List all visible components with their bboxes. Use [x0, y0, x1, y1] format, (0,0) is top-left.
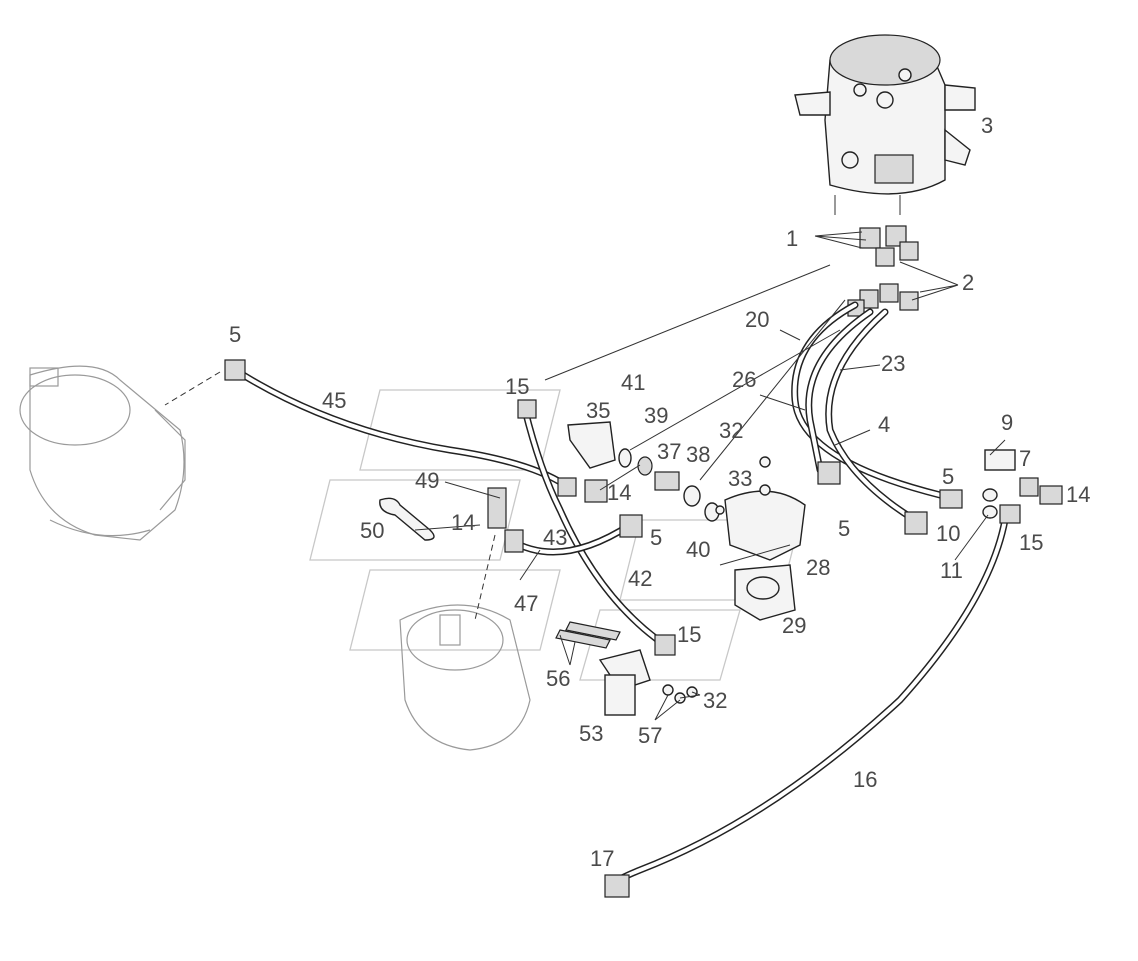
hoses: [231, 301, 1009, 889]
label-32b: 32: [703, 688, 727, 713]
label-47: 47: [514, 591, 538, 616]
label-40: 40: [686, 537, 710, 562]
left-brake-chamber: [19, 365, 186, 541]
label-23: 23: [881, 351, 905, 376]
label-15b: 15: [677, 622, 701, 647]
label-14b: 14: [451, 510, 475, 535]
valves-and-fittings: [224, 359, 1063, 898]
rotary-joint-3: [794, 34, 976, 215]
label-5b: 5: [650, 525, 662, 550]
label-26: 26: [732, 367, 756, 392]
label-16: 16: [853, 767, 877, 792]
label-28: 28: [806, 555, 830, 580]
label-5c: 5: [838, 516, 850, 541]
lower-brake-chamber: [399, 604, 531, 751]
label-20: 20: [745, 307, 769, 332]
label-14a: 14: [1066, 482, 1090, 507]
label-50: 50: [360, 518, 384, 543]
label-35: 35: [586, 398, 610, 423]
label-42: 42: [628, 566, 652, 591]
label-2: 2: [962, 270, 974, 295]
label-11: 11: [940, 558, 963, 583]
label-43: 43: [543, 525, 567, 550]
label-41: 41: [621, 370, 645, 395]
label-56: 56: [546, 666, 570, 691]
label-15a: 15: [505, 374, 529, 399]
label-9: 9: [1001, 410, 1013, 435]
label-15c: 15: [1019, 530, 1043, 555]
label-3: 3: [981, 113, 993, 138]
label-38: 38: [686, 442, 710, 467]
label-53: 53: [579, 721, 603, 746]
label-17: 17: [590, 846, 614, 871]
label-5d: 5: [942, 464, 954, 489]
label-33: 33: [728, 466, 752, 491]
label-49: 49: [415, 468, 439, 493]
label-39: 39: [644, 403, 668, 428]
label-1: 1: [786, 226, 798, 251]
label-4: 4: [878, 412, 890, 437]
leader-lines: [164, 231, 1006, 721]
label-10: 10: [936, 521, 960, 546]
label-37: 37: [657, 439, 681, 464]
label-29: 29: [782, 613, 806, 638]
label-14c: 14: [607, 480, 631, 505]
label-7: 7: [1019, 446, 1031, 471]
label-45: 45: [322, 388, 346, 413]
label-5a: 5: [229, 322, 241, 347]
label-32a: 32: [719, 418, 743, 443]
part-labels: 1 2 3 4 5 5 5 5 7 9 10 11 14 14 14 15 15…: [229, 113, 1090, 871]
label-57: 57: [638, 723, 662, 748]
